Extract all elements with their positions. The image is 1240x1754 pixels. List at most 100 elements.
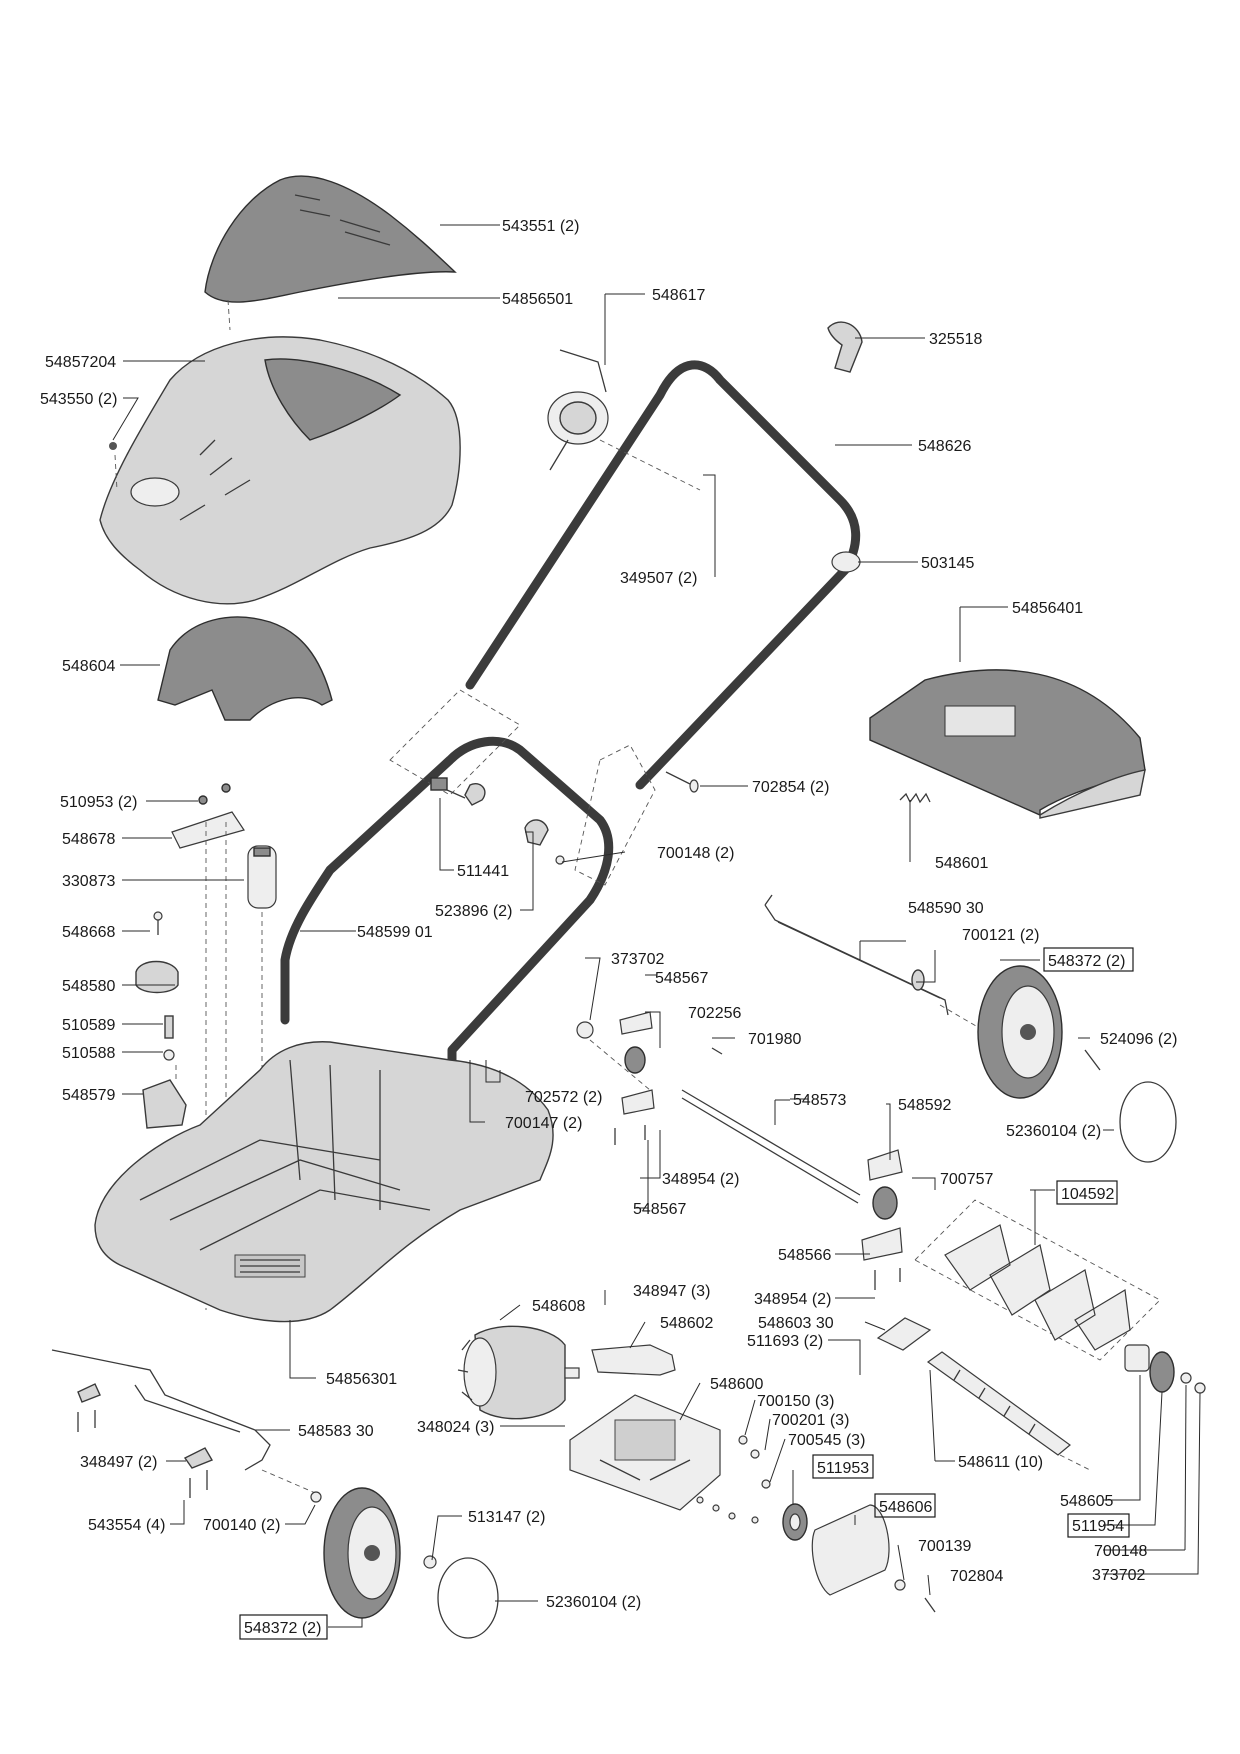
label-box-104592 bbox=[1056, 1180, 1118, 1205]
motor-plate-part bbox=[569, 1394, 721, 1511]
label-348947: 348947 (3) bbox=[633, 1283, 710, 1300]
label-548580: 548580 bbox=[62, 978, 115, 995]
cable-clip-part bbox=[827, 321, 863, 373]
label-700139: 700139 bbox=[918, 1538, 971, 1555]
label-548567-bottom: 548567 bbox=[633, 1201, 686, 1218]
label-511441: 511441 bbox=[457, 863, 509, 880]
label-54857204: 54857204 bbox=[45, 354, 116, 371]
label-348954-bottom: 348954 (2) bbox=[754, 1291, 831, 1308]
label-548668: 548668 bbox=[62, 924, 115, 941]
label-510589: 510589 bbox=[62, 1017, 115, 1034]
label-548600: 548600 bbox=[710, 1376, 763, 1393]
label-548611: 548611 (10) bbox=[958, 1454, 1043, 1471]
motor-housing-part bbox=[99, 336, 461, 605]
label-348024: 348024 (3) bbox=[417, 1419, 494, 1436]
label-511693: 511693 (2) bbox=[747, 1333, 823, 1350]
label-348954-top: 348954 (2) bbox=[662, 1171, 739, 1188]
label-548617: 548617 bbox=[652, 287, 705, 304]
roller-part-548611 bbox=[926, 1351, 1091, 1471]
tine-roller-part bbox=[914, 1199, 1161, 1361]
label-548567-top: 548567 bbox=[655, 970, 708, 987]
washer-stack-part bbox=[696, 1435, 771, 1524]
label-503145: 503145 bbox=[921, 555, 974, 572]
motor-part bbox=[457, 1325, 580, 1420]
label-box-548372-left bbox=[239, 1614, 328, 1640]
label-548605: 548605 bbox=[1060, 1493, 1113, 1510]
label-325518: 325518 bbox=[929, 331, 982, 348]
leader-lines bbox=[112, 224, 1201, 1628]
label-548372-left: 548372 (2) bbox=[244, 1620, 321, 1637]
label-548608: 548608 bbox=[532, 1298, 585, 1315]
label-511953: 511953 bbox=[817, 1460, 869, 1477]
label-548626: 548626 bbox=[918, 438, 971, 455]
label-548601: 548601 bbox=[935, 855, 988, 872]
label-700147: 700147 (2) bbox=[505, 1115, 582, 1132]
upper-handle-part bbox=[465, 360, 861, 790]
label-702572: 702572 (2) bbox=[525, 1089, 602, 1106]
label-700545: 700545 (3) bbox=[788, 1432, 865, 1449]
label-373702-top: 373702 bbox=[611, 951, 664, 968]
label-548579: 548579 bbox=[62, 1087, 115, 1104]
label-548372-right: 548372 (2) bbox=[1048, 953, 1125, 970]
label-700148-single: 700148 bbox=[1094, 1543, 1147, 1560]
handle-joint-guide bbox=[389, 689, 656, 886]
label-box-548372-right bbox=[1043, 947, 1134, 972]
grass-guide-part bbox=[157, 616, 333, 721]
label-373702-bottom: 373702 bbox=[1092, 1567, 1145, 1584]
label-513147: 513147 (2) bbox=[468, 1509, 545, 1526]
cable-clamp-part bbox=[831, 551, 861, 573]
part-labels: 543551 (2) 54856501 54857204 543550 (2) … bbox=[40, 218, 1177, 1640]
label-510588: 510588 bbox=[62, 1045, 115, 1062]
label-548566: 548566 bbox=[778, 1247, 831, 1264]
label-548592: 548592 bbox=[898, 1097, 951, 1114]
label-524096: 524096 (2) bbox=[1100, 1031, 1177, 1048]
label-543551: 543551 (2) bbox=[502, 218, 579, 235]
label-548599-01: 548599 01 bbox=[357, 924, 433, 941]
label-548602: 548602 bbox=[660, 1315, 713, 1332]
label-543550: 543550 (2) bbox=[40, 391, 117, 408]
bolt-part-702804 bbox=[924, 1597, 936, 1613]
cover-plate-part-548603 bbox=[876, 1317, 932, 1351]
label-700121: 700121 (2) bbox=[962, 927, 1039, 944]
label-348497: 348497 (2) bbox=[80, 1454, 157, 1471]
label-box-511953 bbox=[812, 1454, 874, 1479]
label-701980: 701980 bbox=[748, 1031, 801, 1048]
grass-box-part bbox=[869, 669, 1146, 819]
label-box-511954 bbox=[1067, 1513, 1130, 1538]
label-543554: 543554 (4) bbox=[88, 1517, 165, 1534]
cable-switch-part bbox=[547, 349, 701, 491]
label-702854: 702854 (2) bbox=[752, 779, 829, 796]
label-548604: 548604 bbox=[62, 658, 115, 675]
label-52360104-left: 52360104 (2) bbox=[546, 1594, 641, 1611]
height-adjust-bar-part bbox=[51, 1349, 321, 1498]
bolt-part-702854 bbox=[665, 771, 699, 793]
label-702804: 702804 bbox=[950, 1568, 1003, 1585]
label-548606: 548606 bbox=[879, 1499, 932, 1516]
label-548590-30: 548590 30 bbox=[908, 900, 984, 917]
label-700148-pair: 700148 (2) bbox=[657, 845, 734, 862]
label-700201: 700201 (3) bbox=[772, 1412, 849, 1429]
bearing-housing-part-left bbox=[576, 1011, 723, 1145]
label-523896: 523896 (2) bbox=[435, 903, 512, 920]
label-548573: 548573 bbox=[793, 1092, 846, 1109]
bracket-part-548602 bbox=[591, 1344, 676, 1376]
bearing-housing-part-right bbox=[861, 1149, 903, 1290]
label-510953: 510953 (2) bbox=[60, 794, 137, 811]
label-330873: 330873 bbox=[62, 873, 115, 890]
top-cover-part bbox=[204, 175, 457, 331]
label-54856401: 54856401 bbox=[1012, 600, 1083, 617]
knob-part-511441 bbox=[430, 777, 486, 806]
main-deck-part bbox=[94, 1041, 554, 1323]
label-54856301: 54856301 bbox=[326, 1371, 397, 1388]
washer-part-700139 bbox=[894, 1579, 906, 1591]
spring-part bbox=[899, 792, 931, 804]
label-349507: 349507 (2) bbox=[620, 570, 697, 587]
drive-shaft-part bbox=[681, 1089, 861, 1196]
left-small-parts-stack bbox=[135, 783, 277, 1310]
label-702256: 702256 bbox=[688, 1005, 741, 1022]
label-700150: 700150 (3) bbox=[757, 1393, 834, 1410]
label-box-548606 bbox=[874, 1493, 936, 1518]
end-bearing-stack bbox=[1124, 1344, 1206, 1394]
